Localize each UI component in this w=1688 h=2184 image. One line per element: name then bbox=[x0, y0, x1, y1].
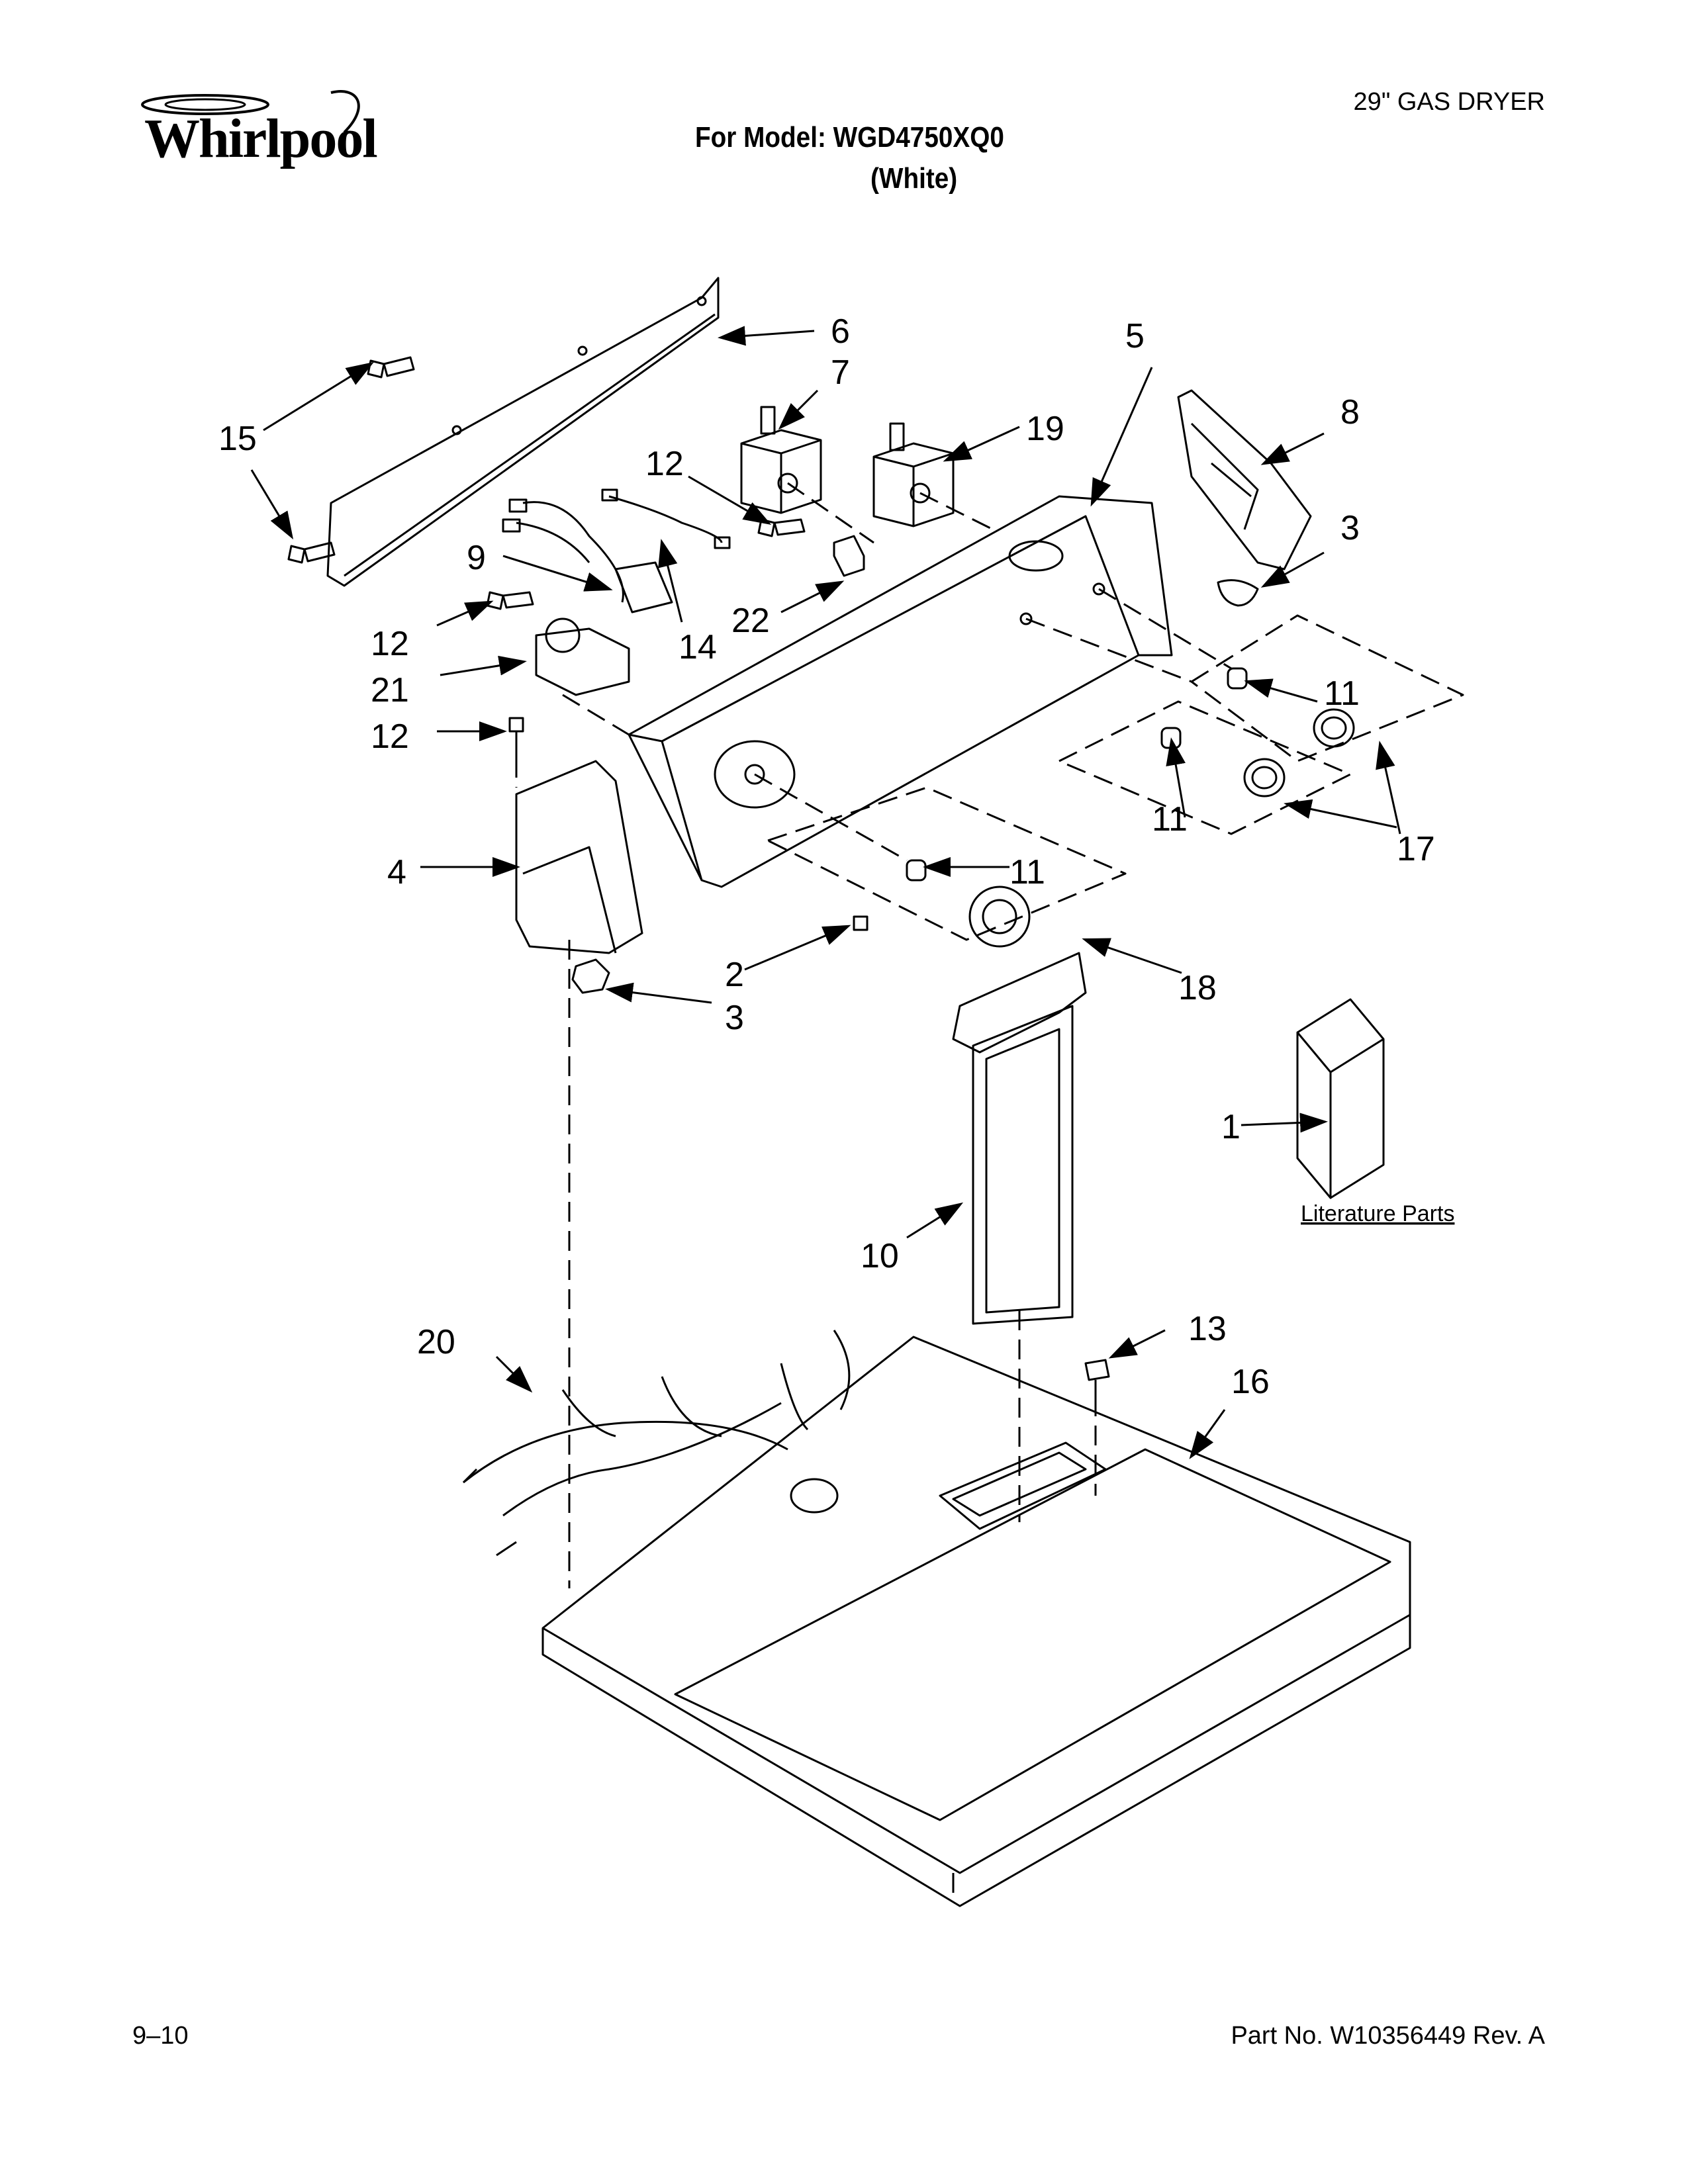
screw-12b bbox=[486, 591, 534, 610]
callout-1: 1 bbox=[1221, 1108, 1241, 1146]
whirlpool-logo: Whirlpool bbox=[132, 86, 384, 172]
callout-17: 17 bbox=[1397, 830, 1435, 868]
callout-21: 21 bbox=[371, 671, 409, 709]
clip-3-left bbox=[571, 958, 610, 994]
callout-7: 7 bbox=[831, 353, 850, 392]
callout-12-low: 12 bbox=[371, 717, 409, 756]
callout-8: 8 bbox=[1340, 393, 1360, 432]
screw-15a bbox=[367, 356, 415, 379]
screw-15b bbox=[287, 541, 336, 564]
callout-11-right: 11 bbox=[1324, 674, 1360, 713]
top-cover-16 bbox=[541, 1336, 1411, 1907]
callout-3-left: 3 bbox=[725, 999, 744, 1037]
leader-lines bbox=[250, 326, 1401, 1459]
callout-15: 15 bbox=[218, 420, 257, 458]
color-line: (White) bbox=[870, 162, 958, 195]
callout-5: 5 bbox=[1125, 317, 1145, 355]
clip-3-right bbox=[1217, 579, 1259, 607]
timer-21 bbox=[535, 617, 630, 696]
literature-book bbox=[1296, 998, 1385, 1199]
callout-9: 9 bbox=[467, 539, 486, 577]
callout-11-mid: 11 bbox=[1152, 800, 1188, 839]
switch-19 bbox=[872, 422, 955, 527]
callout-3-right: 3 bbox=[1340, 509, 1360, 547]
callout-6: 6 bbox=[831, 312, 850, 351]
callout-2: 2 bbox=[725, 956, 744, 994]
screw-12c bbox=[508, 717, 524, 758]
switch-7 bbox=[740, 406, 822, 514]
wire-harness-9 bbox=[502, 498, 673, 614]
model-line: For Model: WGD4750XQ0 bbox=[695, 121, 1004, 154]
callout-13: 13 bbox=[1188, 1310, 1227, 1348]
callout-12-mid: 12 bbox=[371, 625, 409, 663]
callout-10: 10 bbox=[861, 1237, 899, 1275]
callout-12-top: 12 bbox=[645, 445, 684, 483]
screw-13 bbox=[1084, 1359, 1110, 1396]
brand-name: Whirlpool bbox=[144, 108, 378, 169]
part-number: Part No. W10356449 Rev. A bbox=[1231, 2022, 1545, 2050]
literature-parts-label: Literature Parts bbox=[1301, 1201, 1454, 1226]
control-console-panel bbox=[628, 495, 1173, 888]
logo-swirl-icon bbox=[141, 90, 360, 134]
knob-group-17 bbox=[1058, 614, 1464, 835]
callout-14: 14 bbox=[679, 628, 717, 666]
page-number: 9–10 bbox=[132, 2022, 189, 2050]
product-type: 29" GAS DRYER bbox=[1353, 88, 1545, 116]
callout-16: 16 bbox=[1231, 1363, 1270, 1401]
console-end-cap-4 bbox=[515, 760, 643, 954]
callout-4: 4 bbox=[387, 853, 406, 891]
console-end-cap bbox=[1177, 389, 1312, 570]
rear-bracket-panel bbox=[326, 277, 720, 587]
wire-harness-14 bbox=[601, 488, 731, 549]
assembly-guide-lines bbox=[515, 482, 1232, 1588]
callout-11-low: 11 bbox=[1009, 853, 1045, 891]
callout-19: 19 bbox=[1026, 410, 1064, 448]
knob-group-18 bbox=[767, 786, 1127, 948]
callout-18: 18 bbox=[1178, 969, 1217, 1007]
part-22-block bbox=[833, 535, 865, 577]
lint-screen-10 bbox=[952, 952, 1087, 1325]
wiring-harness-20 bbox=[462, 1330, 851, 1557]
callout-20: 20 bbox=[417, 1323, 455, 1361]
callout-22: 22 bbox=[731, 602, 770, 640]
